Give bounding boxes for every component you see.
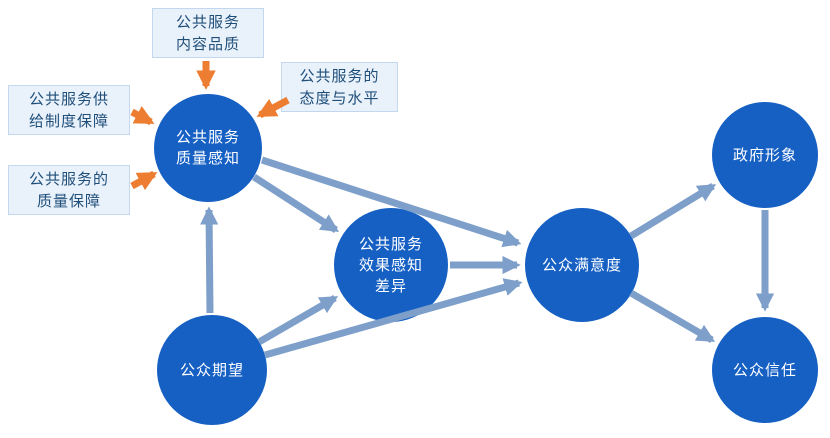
node-label-line: 差异 (374, 276, 407, 295)
arrow-public-satisfaction-to-public-trust (629, 289, 716, 344)
node-label-line: 公众信任 (732, 360, 797, 379)
arrow-public-expectation-to-effect-gap (257, 294, 339, 346)
box-attitude-level: 公共服务的 态度与水平 (281, 62, 398, 112)
box-supply-system: 公共服务供 给制度保障 (8, 85, 130, 135)
node-label-line: 公共服务 (358, 234, 423, 253)
node-government-image: 政府形象 (712, 102, 818, 208)
box-label-line: 态度与水平 (299, 89, 380, 107)
box-label-line: 质量保障 (36, 192, 101, 210)
arrow-quality-guarantee-to-quality-perception (130, 170, 158, 191)
box-label-line: 内容品质 (175, 35, 240, 53)
node-public-satisfaction: 公众满意度 (525, 208, 639, 322)
node-quality-perception: 公共服务 质量感知 (154, 94, 262, 202)
node-label-line: 公众满意度 (541, 255, 622, 274)
box-quality-guarantee: 公共服务的 质量保障 (8, 165, 130, 215)
arrow-public-satisfaction-to-government-image (629, 183, 717, 239)
box-label-line: 公共服务 (175, 13, 240, 31)
node-effect-gap: 公共服务 效果感知 差异 (334, 208, 448, 322)
box-label-line: 公共服务的 (299, 67, 380, 85)
box-label-line: 公共服务的 (28, 170, 109, 188)
box-label-line: 公共服务供 (28, 90, 109, 108)
box-content-quality: 公共服务 内容品质 (152, 8, 264, 58)
node-public-expectation: 公众期望 (157, 315, 267, 425)
node-public-trust: 公众信任 (712, 317, 818, 423)
arrow-supply-system-to-quality-perception (130, 106, 155, 126)
arrow-quality-perception-to-effect-gap (252, 174, 340, 233)
node-label-line: 政府形象 (732, 145, 797, 164)
node-label-line: 公众期望 (179, 360, 244, 379)
arrow-public-expectation-to-quality-perception (200, 206, 219, 314)
box-label-line: 给制度保障 (28, 112, 109, 130)
node-label-line: 质量感知 (175, 149, 240, 167)
node-label-line: 公共服务 (175, 128, 240, 146)
node-label-line: 效果感知 (358, 255, 423, 274)
